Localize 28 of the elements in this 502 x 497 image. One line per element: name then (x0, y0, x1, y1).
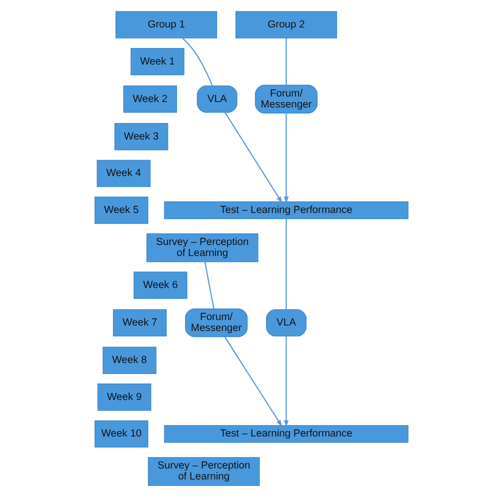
node-box: Group 2 (235, 11, 337, 38)
node-box: Forum/ Messenger (184, 308, 248, 338)
node-box: Week 2 (122, 86, 176, 113)
node-box: Week 4 (96, 160, 150, 188)
node-box: Week 9 (97, 384, 151, 411)
connector (204, 262, 214, 309)
node-box: Survey – Perception of Learning (147, 457, 260, 486)
connector (285, 218, 286, 310)
node-box: Week 7 (112, 309, 166, 336)
node-box: Week 1 (130, 48, 184, 76)
node-box: VLA (196, 86, 237, 113)
arrow (283, 113, 288, 204)
arrow (224, 336, 282, 427)
node-box: Week 6 (133, 272, 187, 299)
node-box: Week 8 (102, 346, 156, 374)
connector (285, 38, 286, 86)
node-box: Test – Learning Performance (164, 425, 408, 443)
connector (182, 38, 212, 86)
node-box: Test – Learning Performance (164, 201, 408, 220)
node-box: Group 1 (115, 11, 217, 38)
node-box: VLA (266, 309, 306, 336)
node-box: Week 3 (114, 123, 168, 150)
node-box: Survey – Perception of Learning (146, 233, 258, 262)
node-box: Forum/ Messenger (254, 84, 318, 114)
node-box: Week 5 (94, 196, 148, 224)
arrow (283, 336, 288, 428)
arrow (224, 112, 282, 204)
node-box: Week 10 (94, 420, 148, 448)
